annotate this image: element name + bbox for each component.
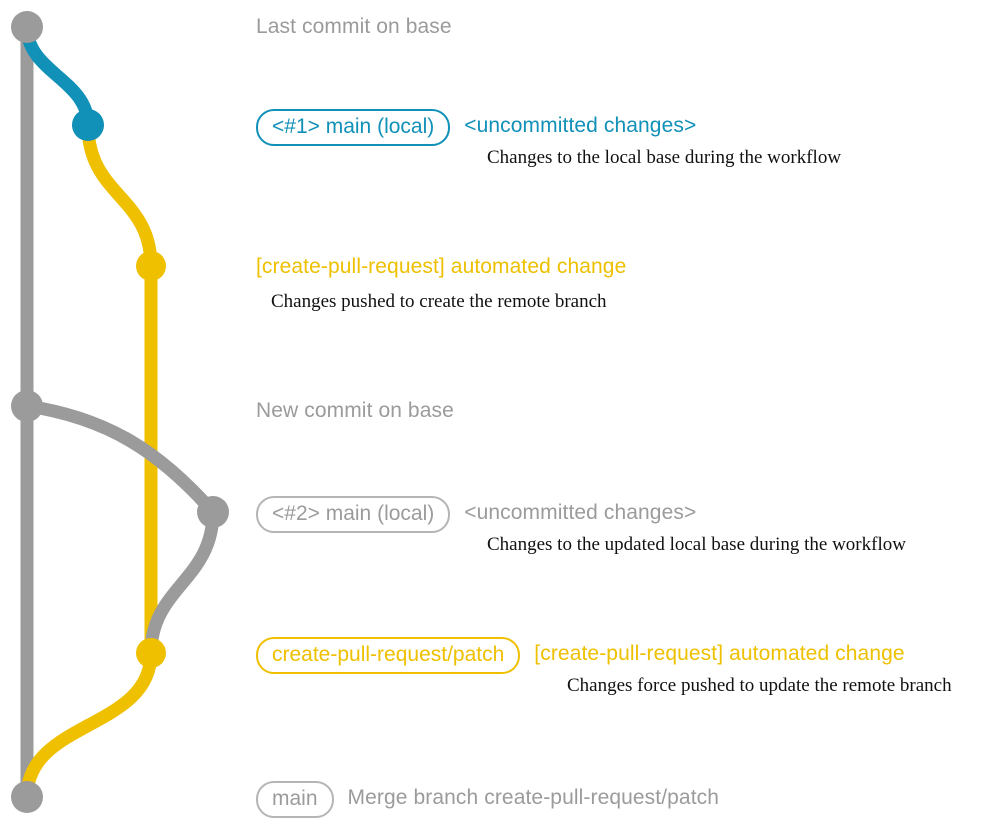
row-new-commit-base: New commit on base [256, 398, 454, 424]
commit-node-last-commit-base[interactable] [11, 11, 43, 43]
commit-headline: Last commit on base [256, 15, 452, 38]
branch-badge-main[interactable]: main [256, 781, 334, 818]
commit-headline: New commit on base [256, 399, 454, 422]
commit-description: Changes force pushed to update the remot… [567, 675, 952, 696]
commit-node-local-1[interactable] [72, 109, 104, 141]
row-local-2: <#2> main (local) <uncommitted changes> [256, 496, 696, 533]
commit-description: Changes pushed to create the remote bran… [271, 291, 607, 312]
edge-base-to-local-1 [20, 20, 95, 132]
edge-local-2-to-remote-2 [144, 505, 220, 660]
row-merge: main Merge branch create-pull-request/pa… [256, 781, 719, 818]
commit-headline: <uncommitted changes> [464, 114, 697, 137]
commit-headline: <uncommitted changes> [464, 501, 697, 524]
edge-local-1-to-remote-1 [81, 118, 158, 273]
branch-badge-main-local-1[interactable]: <#1> main (local) [256, 109, 451, 146]
commit-node-remote-1[interactable] [136, 251, 166, 281]
row-last-commit-base: Last commit on base [256, 14, 452, 40]
commit-description: Changes to the local base during the wor… [487, 147, 842, 168]
row-automated-change-1: [create-pull-request] automated change [256, 254, 626, 280]
branch-badge-main-local-2[interactable]: <#2> main (local) [256, 496, 451, 533]
commit-node-local-2[interactable] [197, 496, 229, 528]
row-automated-change-2: create-pull-request/patch [create-pull-r… [256, 637, 905, 674]
commit-node-new-commit-base[interactable] [11, 390, 43, 422]
branch-badge-create-pull-request-patch[interactable]: create-pull-request/patch [256, 637, 521, 674]
commit-node-remote-2[interactable] [136, 638, 166, 668]
commit-description: Changes to the updated local base during… [487, 534, 906, 555]
commit-headline: Merge branch create-pull-request/patch [347, 786, 720, 809]
row-local-1: <#1> main (local) <uncommitted changes> [256, 109, 696, 146]
commit-headline: [create-pull-request] automated change [256, 255, 627, 278]
edge-base-to-local-2 [20, 399, 220, 519]
edge-remote-2-to-merge [20, 646, 158, 804]
commit-node-merge[interactable] [11, 781, 43, 813]
commit-headline: [create-pull-request] automated change [534, 642, 905, 665]
